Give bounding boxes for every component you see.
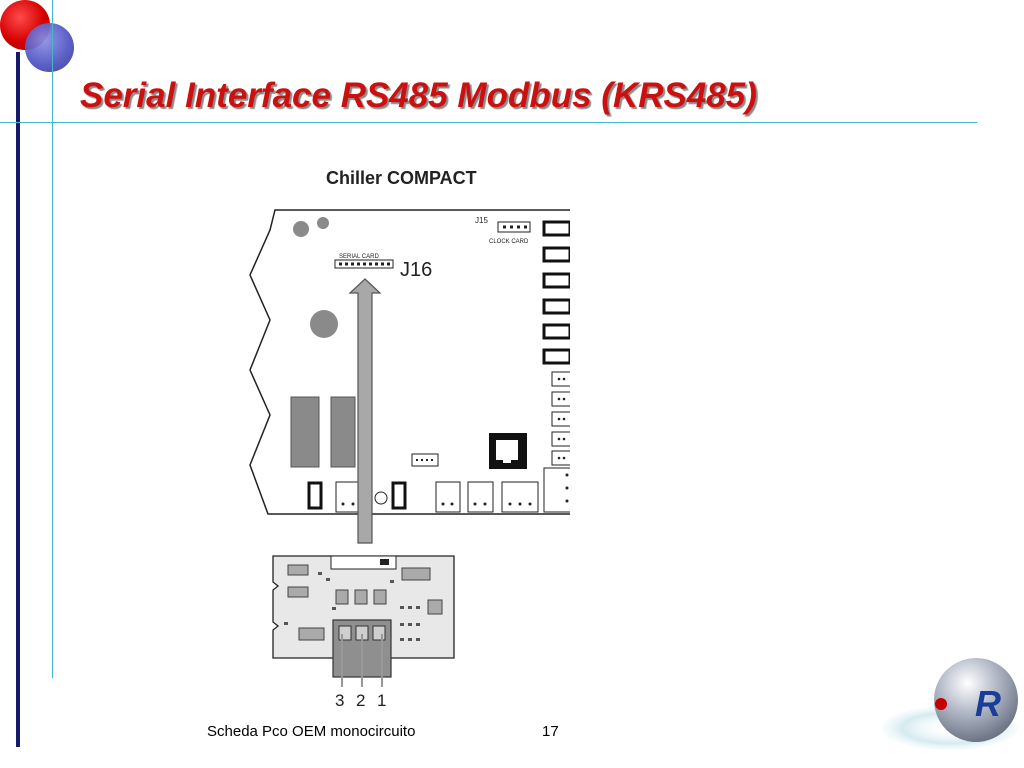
mounting-hole [293,221,309,237]
small-connector [411,453,439,467]
pin-label-1: 1 [377,691,386,710]
mounting-hole [317,217,329,229]
serial-card-label: SERIAL CARD [339,254,379,260]
teal-horizontal-rule [0,122,977,123]
card-edge-pin [380,559,389,565]
board-diagram: Chiller COMPACT SERIAL CARD J16 J15 CLOC… [249,168,570,710]
footer-text: Scheda Pco OEM monocircuito [207,723,416,740]
logo-letter: R [975,683,1001,724]
j16-pins [339,262,390,266]
insertion-arrow [348,278,382,544]
relay-outputs [542,220,570,365]
pin-label-2: 2 [356,691,365,710]
clock-card-label: CLOCK CARD [489,239,529,245]
navy-vertical-rule [16,52,20,747]
j15-pins [503,225,527,229]
card-components [287,564,443,641]
small-connector-pins [416,459,433,461]
j16-label: J16 [400,259,432,281]
card-edge-connector [330,555,397,570]
logo-red-dot [935,698,947,710]
mounting-hole-large [310,310,338,338]
j15-label: J15 [475,216,488,225]
bottom-hole [374,491,388,505]
relay-block [290,396,320,468]
j15-connector [497,221,531,233]
bottom-terminal-pins [341,473,569,506]
teal-vertical-rule [52,0,53,678]
pin-pointer-lines [341,634,383,687]
pin-label-3: 3 [335,691,344,710]
rj-connector-inner [496,440,518,460]
slide-title: Serial Interface RS485 Modbus (KRS485) [80,76,757,115]
company-logo: R [882,658,1018,750]
logo-sphere [934,658,1018,742]
page-number: 17 [542,723,559,740]
card-smd-parts [284,572,420,641]
bottom-relays [307,481,407,510]
bottom-terminal-blocks [335,467,570,513]
right-terminal-connectors [551,371,570,466]
right-terminal-pins [557,377,566,460]
blue-circle-decoration [25,23,74,72]
board-title: Chiller COMPACT [326,168,477,188]
relay-block [330,396,356,468]
